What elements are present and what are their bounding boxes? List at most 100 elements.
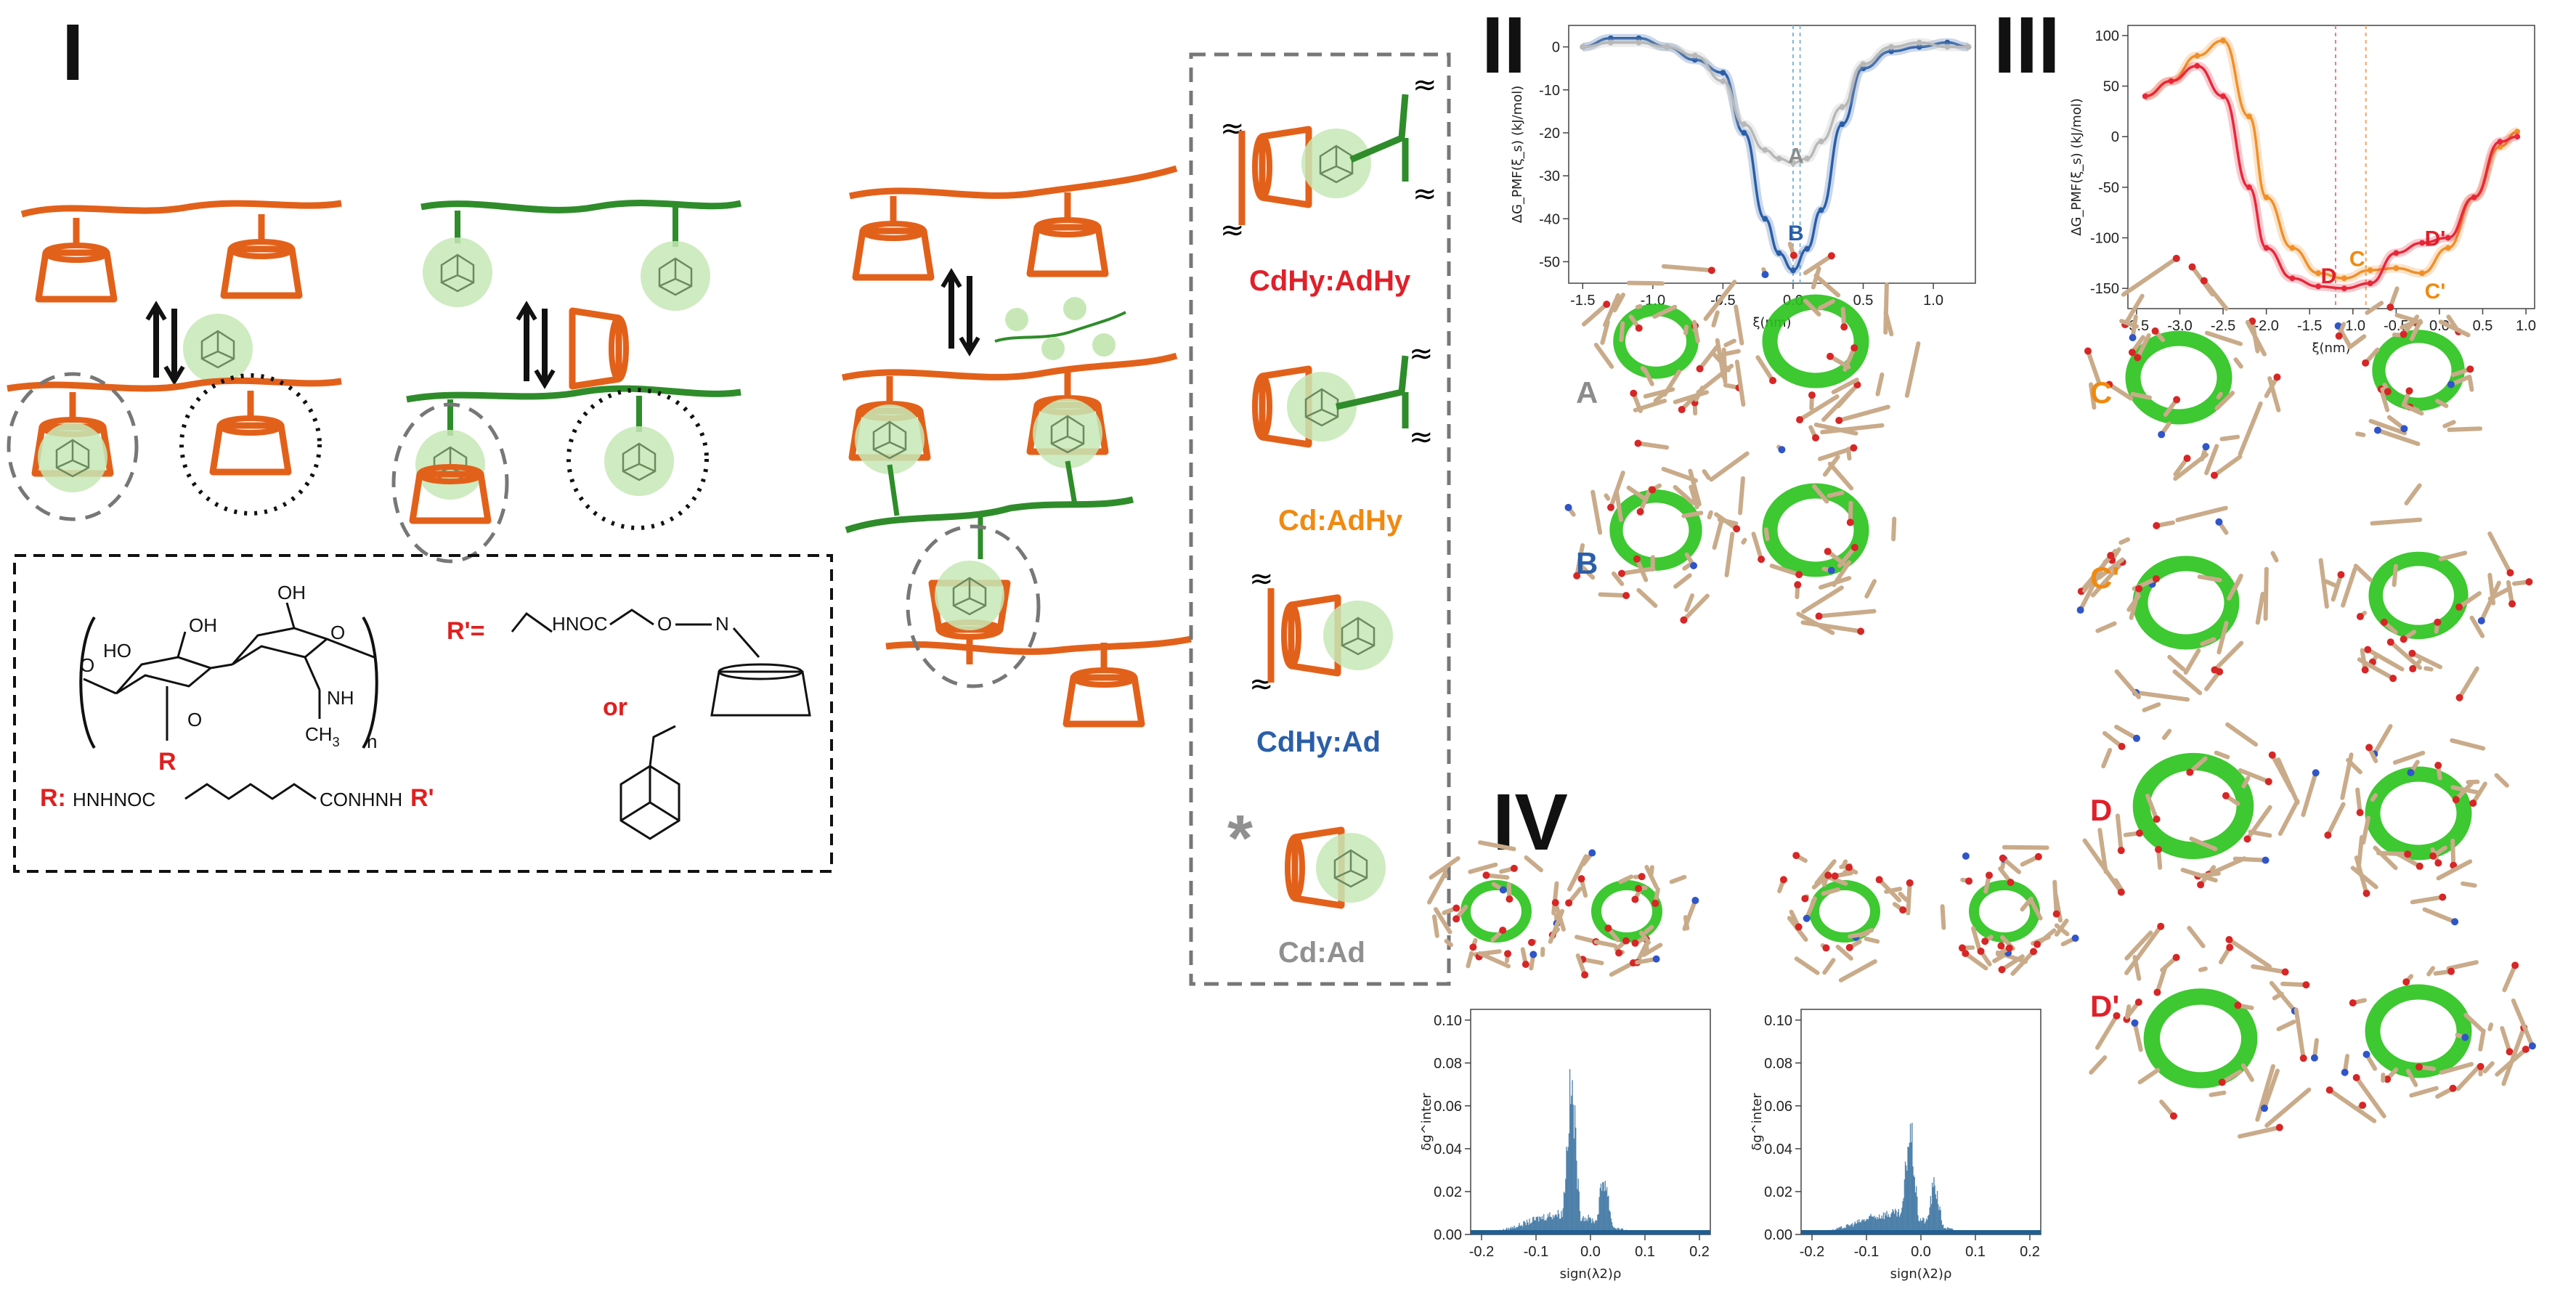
polymer-strand: [406, 385, 741, 403]
molecule-structure-icon: [1696, 241, 1921, 436]
atom: [2117, 888, 2125, 896]
bond: [2365, 647, 2405, 672]
x-tick-label: -3.0: [2167, 318, 2192, 334]
bond: [1811, 484, 1829, 504]
series-point: [2263, 194, 2270, 200]
bond: [1711, 351, 1731, 373]
atom: [1962, 852, 1970, 860]
x-tick-label: -2.5: [2211, 318, 2235, 334]
atom: [2400, 330, 2408, 338]
atom: [2362, 1050, 2370, 1058]
isosurface: [1613, 304, 1699, 379]
atom: [2415, 1063, 2423, 1071]
chart-annotation: A: [1788, 144, 1804, 168]
atom: [1690, 561, 1698, 569]
atom: [2215, 518, 2223, 526]
bond: [2262, 1068, 2280, 1111]
bond: [2511, 998, 2535, 1049]
chem-o-ring: O: [330, 622, 345, 643]
series-point: [1664, 44, 1670, 50]
chem-rprime-chain: HNOC: [552, 613, 608, 635]
atom: [1521, 960, 1529, 968]
bond: [1611, 571, 1625, 587]
plot-frame: [2127, 25, 2535, 309]
series-point: [1636, 35, 1642, 41]
bond: [1689, 484, 1699, 510]
svg-text:≈: ≈: [1413, 177, 1437, 211]
bond: [2089, 1055, 2108, 1075]
bond: [1835, 944, 1853, 961]
atom: [1499, 886, 1507, 894]
bond: [2155, 964, 2168, 995]
bond: [1669, 874, 1687, 884]
atom: [2362, 359, 2370, 367]
molecule-structure-icon: [1581, 264, 1743, 416]
atom: [1622, 937, 1630, 945]
atom: [2188, 263, 2196, 271]
atom: [2384, 1075, 2392, 1083]
atom: [1680, 616, 1688, 624]
bond: [2469, 615, 2485, 638]
bond: [2134, 690, 2190, 702]
bond: [2089, 382, 2097, 410]
bond: [2438, 550, 2468, 561]
atom: [2469, 799, 2477, 807]
atom: [1999, 854, 2007, 862]
bond: [1971, 926, 1982, 953]
y-tick-label: 0.00: [1434, 1227, 1462, 1243]
atom: [2356, 809, 2364, 817]
complex-cd-adhy-icon: ≈ ≈: [1255, 337, 1434, 454]
atom: [1840, 323, 1848, 331]
series-band: [1582, 38, 1969, 168]
series-point: [2497, 144, 2503, 150]
chem-ho: HO: [103, 640, 131, 662]
atom: [2400, 635, 2408, 643]
equilibrium-arrow-icon: [516, 301, 556, 389]
bond: [2409, 1086, 2439, 1098]
atom: [2243, 835, 2251, 843]
atom: [1529, 951, 1537, 959]
atom: [1985, 871, 1993, 879]
atom: [2352, 1073, 2360, 1081]
bond: [2341, 566, 2357, 608]
bond: [2232, 856, 2268, 863]
x-tick-label: -0.5: [2384, 318, 2408, 334]
bond: [2095, 621, 2117, 633]
atom: [2202, 443, 2210, 451]
bond: [1477, 951, 1511, 969]
atom: [1965, 877, 1973, 885]
chem-oh-2: OH: [277, 582, 306, 603]
bond: [2137, 1067, 2161, 1085]
series-point: [2142, 93, 2148, 99]
bond: [2263, 566, 2269, 622]
atom: [1958, 944, 1966, 952]
atom: [2218, 1078, 2226, 1086]
y-axis-label: ΔG_PMF(ξ_s) (kJ/mol): [1510, 86, 1525, 224]
bound-circle-dashed: [391, 402, 509, 563]
series-point: [2393, 250, 2400, 256]
atom: [2451, 918, 2459, 926]
bond: [2121, 256, 2179, 297]
y-tick-label: -100: [2090, 231, 2119, 247]
atom: [1962, 949, 1970, 957]
atom: [1827, 252, 1835, 260]
bond: [2187, 925, 2206, 948]
series-point: [1965, 44, 1972, 50]
bond: [1811, 266, 1821, 290]
atom: [2511, 961, 2519, 969]
molecule-structure-icon: [2324, 724, 2509, 926]
bond: [2189, 837, 2218, 852]
chem-r-chain-left: HNHNOC: [73, 789, 155, 810]
bond: [2410, 895, 2445, 905]
molecular-structures: [1426, 241, 2536, 1139]
atom: [2402, 978, 2410, 986]
atom: [1824, 871, 1832, 879]
atom: [1850, 444, 1858, 452]
series-point: [1839, 121, 1845, 128]
bond: [2368, 418, 2408, 436]
atom: [1812, 434, 1820, 442]
bond: [1800, 620, 1864, 634]
series-point: [2497, 139, 2503, 145]
y-tick-label: 0.04: [1764, 1142, 1792, 1157]
bond: [2094, 1013, 2119, 1050]
